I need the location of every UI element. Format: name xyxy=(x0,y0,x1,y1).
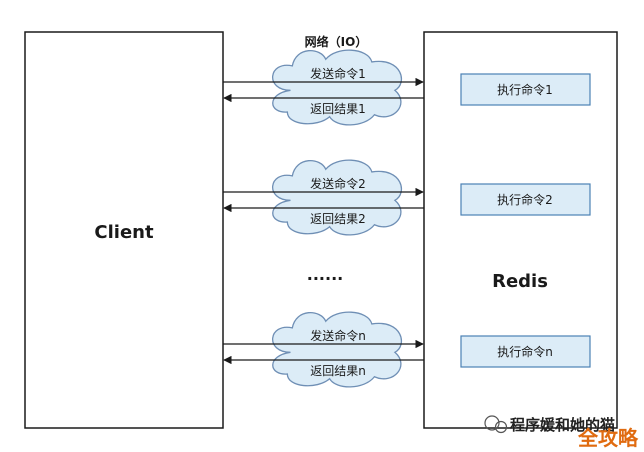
cloud-shape xyxy=(272,311,403,388)
round-1: 发送命令1 返回结果1 执行命令1 xyxy=(223,49,591,126)
cloud-shape xyxy=(272,49,403,126)
return-result-label: 返回结果2 xyxy=(310,212,366,226)
exec-command-box xyxy=(460,183,591,216)
exec-command-label: 执行命令1 xyxy=(497,82,553,97)
exec-command-box xyxy=(460,73,591,106)
send-command-label: 发送命令1 xyxy=(310,66,366,81)
return-result-label: 返回结果n xyxy=(310,364,366,378)
send-command-label: 发送命令2 xyxy=(310,176,366,191)
return-result-label: 返回结果1 xyxy=(310,102,366,116)
network-io-title: 网络（IO） xyxy=(305,34,368,49)
exec-command-box xyxy=(460,335,591,368)
watermark-text: 程序媛和她的猫 xyxy=(510,416,615,434)
client-label: Client xyxy=(94,222,154,243)
round-3: 发送命令n 返回结果n 执行命令n xyxy=(223,311,591,388)
rounds-layer: 发送命令1 返回结果1 执行命令1 发送命令2 返回结果2 执行命令2 发送命令n 返回结果n… xyxy=(223,49,591,388)
round-2: 发送命令2 返回结果2 执行命令2 xyxy=(223,159,591,236)
watermark: 程序媛和她的猫 xyxy=(484,415,615,434)
exec-command-label: 执行命令n xyxy=(497,344,553,359)
ellipsis: ...... xyxy=(307,265,343,284)
redis-label: Redis xyxy=(492,271,548,292)
brand-text: 全攻略 xyxy=(577,426,639,450)
send-command-label: 发送命令n xyxy=(310,328,366,343)
wechat-icon xyxy=(484,415,508,434)
exec-command-label: 执行命令2 xyxy=(497,192,553,207)
client-box xyxy=(24,31,224,429)
cloud-shape xyxy=(272,159,403,236)
